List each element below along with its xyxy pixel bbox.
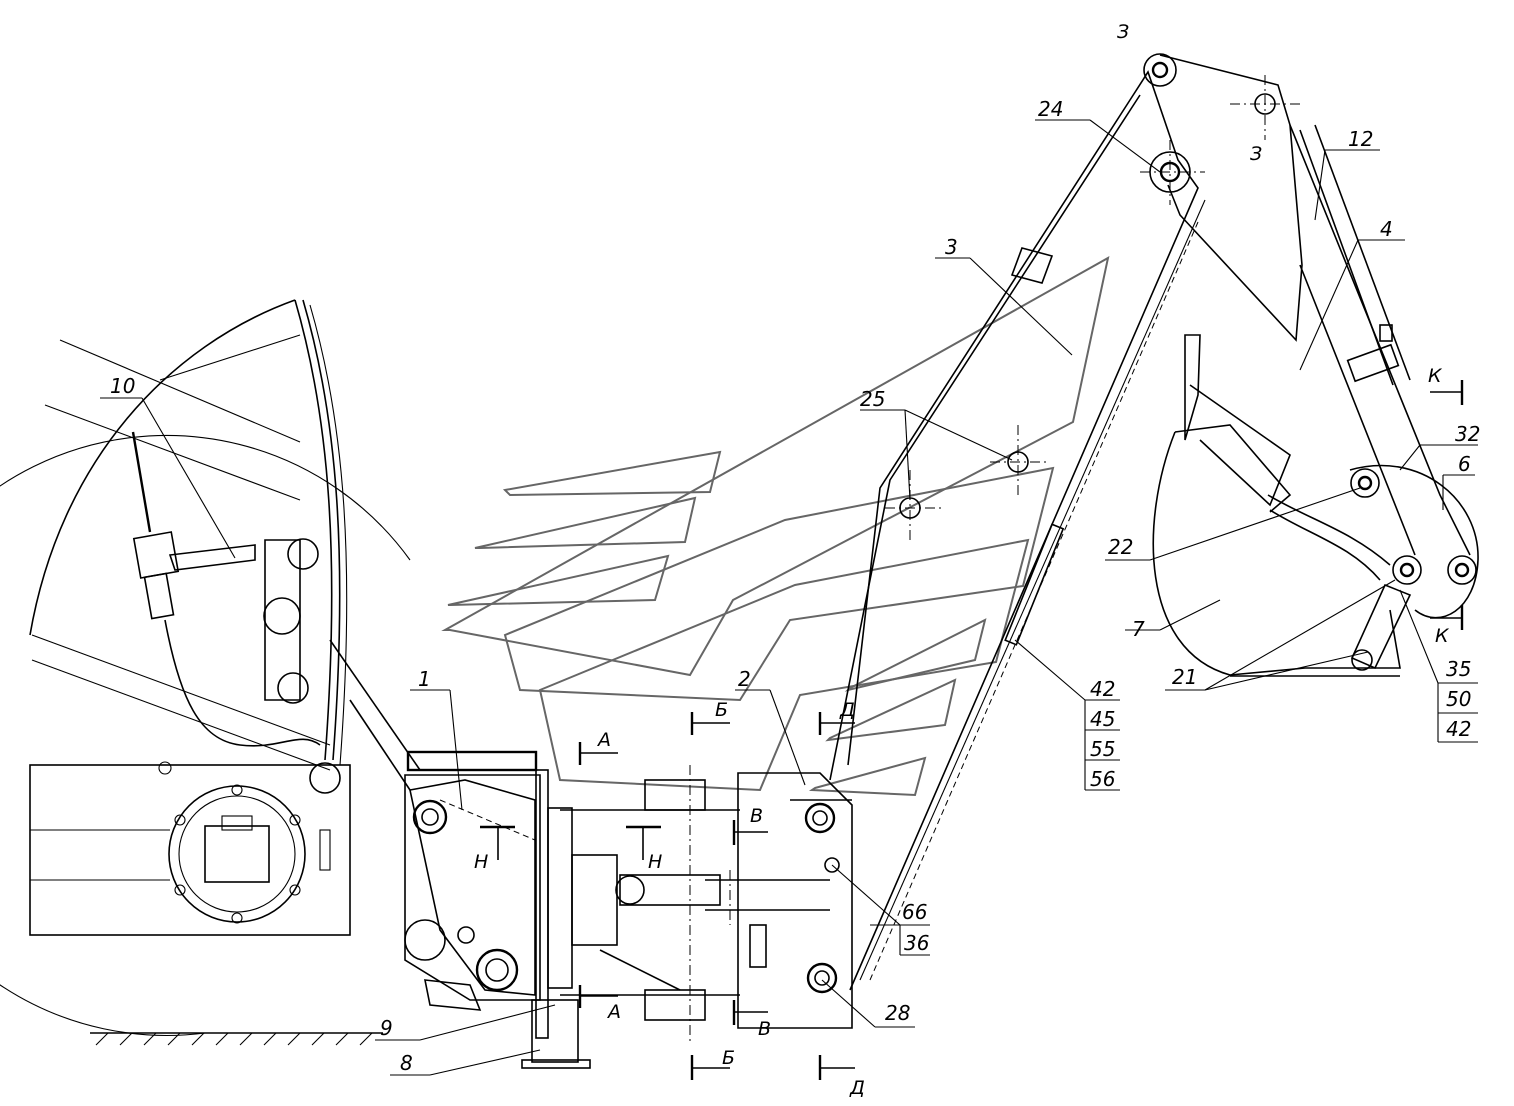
part-label-24: 24 [1038, 97, 1063, 121]
section-label-b-bottom: Б [722, 1047, 735, 1069]
section-label-k-bottom: К [1435, 625, 1450, 647]
part-label-4: 4 [1380, 217, 1393, 241]
part-label-9: 9 [380, 1016, 393, 1040]
ground-line [90, 1032, 383, 1046]
part-label-2: 2 [738, 667, 751, 691]
swing-frame [329, 639, 618, 1069]
section-label-z-arm: З [1250, 143, 1262, 165]
section-label-v-bottom: В [758, 1018, 771, 1040]
part-label-7: 7 [1132, 617, 1145, 641]
part-label-22: 22 [1108, 535, 1133, 559]
boom-bracket [560, 765, 853, 1045]
section-label-b-top: Б [715, 699, 728, 721]
part-label-56: 56 [1090, 767, 1115, 791]
section-label-d-top: Д [839, 699, 855, 721]
part-label-12: 12 [1348, 127, 1373, 151]
section-label-d-bottom: Д [849, 1077, 865, 1099]
section-label-n-left: Н [474, 851, 488, 873]
part-label-66: 66 [902, 900, 927, 924]
part-label-1: 1 [418, 667, 431, 691]
tractor-rear [0, 299, 411, 1036]
part-labels: 10 1 2 3 24 25 12 4 32 6 22 7 21 35 50 4… [110, 97, 1480, 1075]
section-label-v-top: В [750, 805, 763, 827]
section-label-a-bottom: А [606, 1001, 621, 1023]
part-label-36: 36 [904, 931, 929, 955]
part-label-55: 55 [1090, 737, 1115, 761]
part-label-3: 3 [945, 235, 958, 259]
section-markers [480, 380, 1464, 1080]
section-label-z-top: З [1117, 21, 1129, 43]
boom [829, 53, 1206, 991]
part-label-25: 25 [860, 387, 885, 411]
part-label-21: 21 [1172, 665, 1197, 689]
part-label-42: 42 [1090, 677, 1115, 701]
section-label-n-right: Н [648, 851, 662, 873]
dipper-arm [1159, 54, 1479, 671]
section-label-a-top: А [596, 729, 611, 751]
section-label-k-top: К [1428, 365, 1443, 387]
part-label-45: 45 [1090, 707, 1115, 731]
bucket [1152, 334, 1401, 677]
part-label-50: 50 [1446, 687, 1471, 711]
part-label-42-bucket: 42 [1446, 717, 1471, 741]
part-label-8: 8 [400, 1051, 413, 1075]
leader-lines [100, 119, 1478, 1076]
watermark-logo [441, 256, 1110, 797]
section-letters: А А Б Б В В Д Д Н Н К К З З [474, 21, 1450, 1099]
part-label-32: 32 [1455, 422, 1480, 446]
part-label-6: 6 [1458, 452, 1471, 476]
part-label-28: 28 [885, 1001, 910, 1025]
part-label-10: 10 [110, 374, 135, 398]
part-label-35: 35 [1446, 657, 1471, 681]
